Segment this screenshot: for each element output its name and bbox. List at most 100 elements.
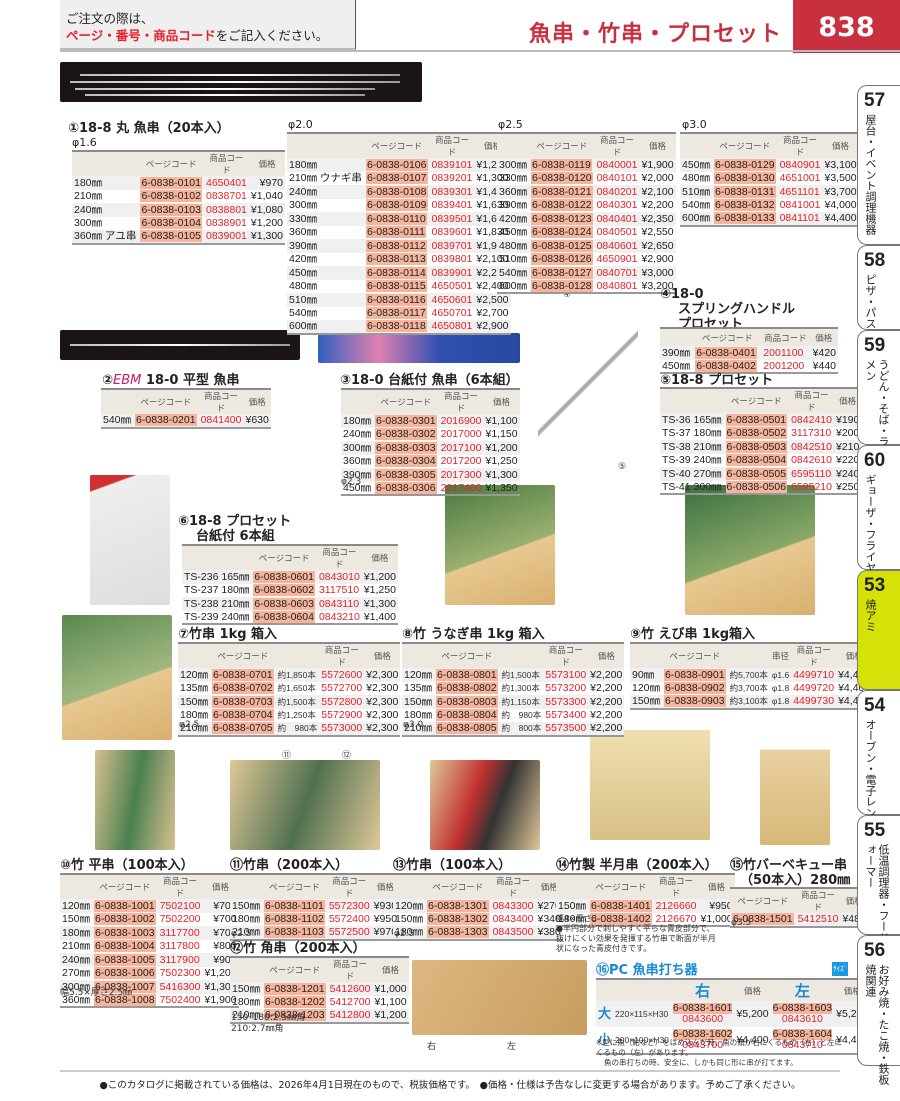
product-code: 4499720 xyxy=(793,682,835,695)
product-code: 4651001 xyxy=(779,172,821,185)
page-code: 6-0838-0113 xyxy=(364,253,430,267)
page-code: 6-0838-0133 xyxy=(712,212,778,227)
diameter-2-0: φ2.0 xyxy=(288,118,313,131)
page-code: 6-0838-1101 xyxy=(262,899,327,913)
size-badge: ｻｲｽﾞ xyxy=(832,962,848,976)
page-code: 6-0838-1004 xyxy=(92,940,158,954)
column-header: ページコード xyxy=(133,388,199,414)
page-code: 6-0838-0306 xyxy=(373,481,439,496)
footer-note: ●このカタログに掲載されている価格は、2026年4月1日現在のもので、税抜価格で… xyxy=(60,1070,840,1091)
table-header-row: ページコード商品コード価格 xyxy=(660,387,862,413)
section-14-note-1: 幅4×厚さ3 xyxy=(556,914,597,923)
page-code-text: 6-0838-0106 xyxy=(365,158,428,171)
page-code: 6-0838-0603 xyxy=(251,597,317,611)
tab-label: オーブン・電子レンジ xyxy=(864,719,877,829)
header-divider xyxy=(60,50,900,52)
product-code: 5416300 xyxy=(157,980,203,994)
product-code: 5412700 xyxy=(329,996,371,1009)
cell: 240㎜ xyxy=(60,953,93,967)
section-14-notes: 幅4×厚さ3●半円部分で刺しやすく平らな青皮部分で、抜けにくい効果を発揮する竹串… xyxy=(556,914,716,954)
price: ¥900 xyxy=(202,953,239,967)
cell: 210㎜ xyxy=(74,190,103,203)
page-code-text: 6-0838-1007 xyxy=(94,980,156,993)
column-header xyxy=(287,132,364,158)
product-code: 0840101 xyxy=(596,172,638,185)
page-code: 6-0838-1201 xyxy=(262,982,328,996)
page-code-text: 6-0838-0303 xyxy=(375,441,437,454)
page-code-text: 6-0838-0108 xyxy=(365,185,428,198)
price: ¥2,350 xyxy=(639,212,676,226)
product-code: 0840201 xyxy=(594,185,640,199)
page-code: 6-0838-0112 xyxy=(363,239,430,253)
page-code-text: 6-0838-0132 xyxy=(714,199,776,212)
page-code: 6-0838-0402 xyxy=(693,359,762,374)
column-header xyxy=(613,978,671,1001)
tab-number: 57 xyxy=(864,90,886,111)
section-6-title: ⑥18-8 プロセット 台紙付 6本組 xyxy=(178,514,291,544)
table-header-row: ページコード商品コード価格 xyxy=(341,388,520,414)
page-code: 6-0838-0115 xyxy=(364,280,430,294)
page-code-text: 6-0838-1004 xyxy=(94,940,156,953)
column-header: 価格 xyxy=(372,956,409,982)
cell: 約1,850本 xyxy=(275,668,320,682)
section-10-title: ⑩竹 平串（100本入） xyxy=(60,858,194,873)
price: ¥1,200 xyxy=(204,967,237,980)
product-code: 4650501 xyxy=(431,280,473,293)
price: ¥700 xyxy=(202,926,239,940)
tab-label: ギョーザ・フライヤー xyxy=(864,474,877,584)
tab-number: 56 xyxy=(864,940,886,961)
cell: 180㎜ xyxy=(556,912,589,927)
page-code: 6-0838-1005 xyxy=(92,953,158,967)
table-header-row: ページコード商品コード価格 xyxy=(497,132,676,158)
page-code-text: 6-0838-0111 xyxy=(365,226,426,239)
price: ¥250 xyxy=(833,480,862,495)
cell: 540㎜ xyxy=(682,199,711,212)
product-code: 0839301 xyxy=(429,185,475,199)
column-header xyxy=(680,132,713,158)
product-code: 0839901 xyxy=(429,266,475,280)
page-code: 6-0838-0504 xyxy=(724,454,790,468)
price: ¥2,200 xyxy=(590,682,623,695)
page-code-text: 6-0838-0703 xyxy=(212,695,274,708)
product-code: 7502400 xyxy=(157,993,203,1008)
page-code-text: 6-0838-1301 xyxy=(427,899,489,912)
page-code: 6-0838-1007 xyxy=(92,980,158,994)
product-code: 4650601 xyxy=(429,293,475,307)
page-code: 6-0838-0803 xyxy=(434,695,500,709)
price: ¥5,200 xyxy=(734,1001,771,1027)
cell: 300㎜ xyxy=(60,980,93,994)
cell: 150㎜ xyxy=(230,982,263,996)
page-code: 6-0838-0107 xyxy=(364,172,430,186)
cell: 510㎜ xyxy=(287,293,364,307)
table-header-row: ページコード商品コード価格 xyxy=(730,887,868,913)
page-code-text: 6-0838-0121 xyxy=(531,185,593,198)
tab-label: 焼アミ xyxy=(864,599,877,632)
column-header: 商品コード xyxy=(795,887,841,913)
page-code-text: 6-0838-1101 xyxy=(264,899,325,912)
flat-bamboo-photo xyxy=(95,750,175,850)
price: ¥2,100 xyxy=(476,253,509,266)
cell: TS-39 240㎜ xyxy=(662,454,722,467)
column-header: 商品コード xyxy=(319,642,365,668)
page-code: 6-0838-1203 xyxy=(262,1009,328,1024)
page-code: 6-0838-0132 xyxy=(712,199,778,213)
product-code: 0840601 xyxy=(594,239,640,253)
price: ¥1,250 xyxy=(363,584,396,597)
page-code-text: 6-0838-0113 xyxy=(365,253,427,266)
